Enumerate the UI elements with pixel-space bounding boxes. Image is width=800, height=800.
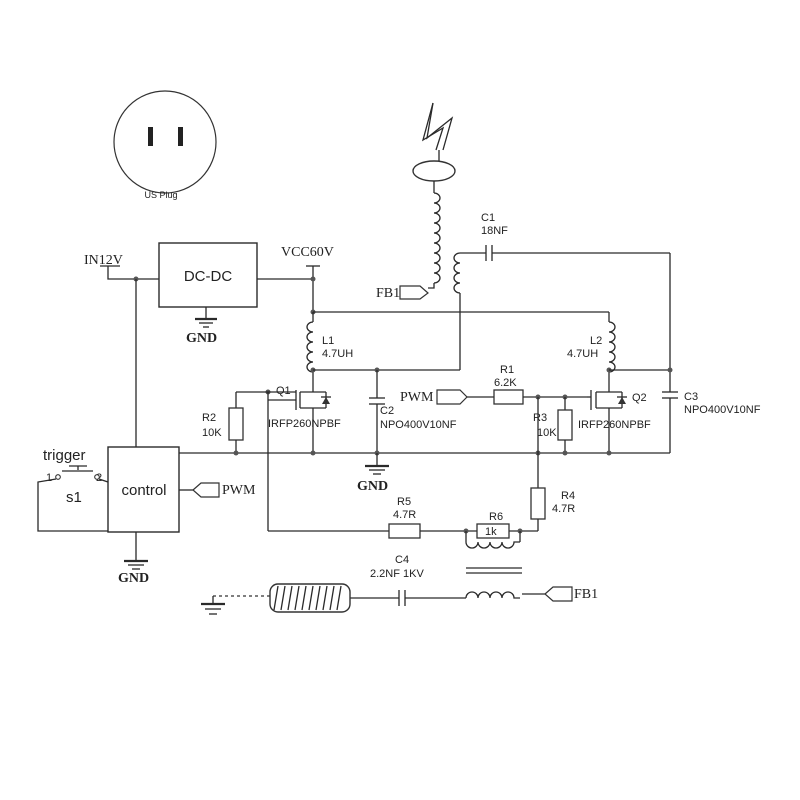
trigger-label: trigger — [43, 447, 86, 464]
in12v-label: IN12V — [84, 253, 123, 268]
resistor-r6 — [476, 523, 510, 539]
ground-symbol-dcdc — [195, 307, 217, 328]
resistor-r4 — [530, 487, 546, 531]
gnd-label-dcdc: GND — [186, 331, 217, 346]
r6-ref: R6 — [489, 511, 503, 523]
c4-ref: C4 — [395, 554, 409, 566]
r1-ref: R1 — [500, 364, 514, 376]
c1-value: 18NF — [481, 225, 508, 237]
l2-value: 4.7UH — [567, 348, 598, 360]
control-label: control — [121, 482, 166, 499]
pwm-port-mid — [436, 389, 468, 405]
ground-symbol-center — [365, 453, 389, 475]
l1-value: 4.7UH — [322, 348, 353, 360]
junction — [606, 450, 612, 456]
in12v-wire — [107, 266, 159, 280]
junction — [562, 450, 568, 456]
gnd-label-control: GND — [118, 571, 149, 586]
c1-ref: C1 — [481, 212, 495, 224]
l1-ref: L1 — [322, 335, 334, 347]
capacitor-c3 — [662, 391, 678, 453]
mosfet-q2 — [587, 384, 627, 453]
c3-ref: C3 — [684, 391, 698, 403]
r4-value: 4.7R — [552, 503, 575, 515]
q1-part: IRFP260NPBF — [268, 418, 341, 430]
plug-label: US Plug — [144, 190, 177, 200]
mosfet-q1 — [268, 384, 334, 453]
fb1-label-bottom: FB1 — [574, 587, 598, 602]
q2-ref: Q2 — [632, 392, 647, 404]
resistor-r2 — [228, 392, 244, 453]
l2-ref: L2 — [590, 335, 602, 347]
control-block — [107, 446, 180, 533]
capacitor-c1 — [485, 245, 670, 261]
c3-value: NPO400V10NF — [684, 404, 761, 416]
c2-ref: C2 — [380, 405, 394, 417]
us-plug-icon — [113, 90, 217, 194]
r3-ref: R3 — [533, 412, 547, 424]
fb1-port-bottom — [544, 586, 573, 602]
secondary-coil-top-icon — [412, 150, 456, 289]
r5-value: 4.7R — [393, 509, 416, 521]
junction — [233, 450, 239, 456]
q1-ref: Q1 — [276, 385, 291, 397]
vcc60v-label: VCC60V — [281, 245, 334, 260]
r6-value: 1k — [485, 526, 497, 538]
coupling-coil-icon — [453, 252, 486, 370]
ground-symbol-control — [124, 532, 148, 570]
r3-value: 10K — [537, 427, 557, 439]
capacitor-c4 — [398, 590, 466, 606]
r1-value: 6.2K — [494, 377, 517, 389]
ground-symbol-coil — [201, 596, 225, 615]
resistor-r3 — [557, 397, 573, 453]
fb1-port-top — [399, 285, 429, 300]
dc-dc-converter-block — [158, 242, 258, 308]
dc-dc-label: DC-DC — [184, 268, 232, 285]
junction — [310, 276, 316, 282]
r2-ref: R2 — [202, 412, 216, 424]
r4-ref: R4 — [561, 490, 575, 502]
junction — [310, 450, 316, 456]
r5-ref: R5 — [397, 496, 411, 508]
q2-part: IRFP260NPBF — [578, 419, 651, 431]
pwm-label-control: PWM — [222, 483, 256, 498]
pwm-port-control — [192, 482, 220, 498]
lightning-spark-icon — [421, 102, 454, 151]
gnd-label-center: GND — [357, 479, 388, 494]
transformer-icon — [465, 531, 545, 599]
s1-pin1-label: 1 — [46, 472, 52, 484]
junction — [667, 367, 673, 373]
fb1-label-top: FB1 — [376, 286, 400, 301]
inductor-l2 — [608, 312, 616, 384]
inductor-l1 — [306, 312, 314, 384]
resistor-r1 — [493, 389, 587, 405]
s1-ref: s1 — [66, 489, 82, 506]
c4-value: 2.2NF 1KV — [370, 568, 424, 580]
pushbutton-switch-s1 — [37, 465, 109, 532]
resistor-r5 — [388, 523, 421, 539]
output-coil-icon — [269, 583, 351, 613]
pwm-label-mid: PWM — [400, 390, 434, 405]
capacitor-c2 — [369, 370, 385, 453]
c2-value: NPO400V10NF — [380, 419, 457, 431]
r2-value: 10K — [202, 427, 222, 439]
